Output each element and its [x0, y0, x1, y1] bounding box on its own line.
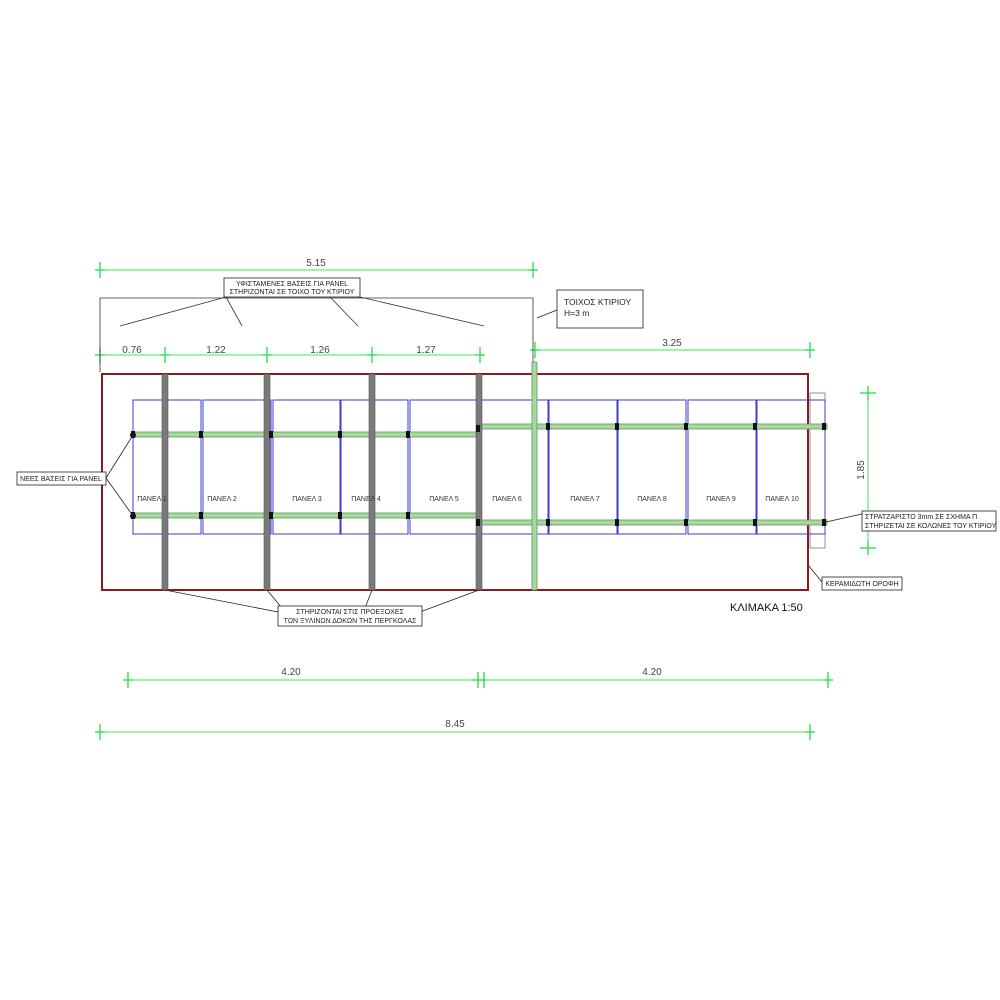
marker: [805, 724, 815, 740]
svg-text:ΥΦΙΣΤΑΜΕΝΕΣ ΒΑΣΕΙΣ ΓΙΑ PANEL: ΥΦΙΣΤΑΜΕΝΕΣ ΒΑΣΕΙΣ ΓΙΑ PANEL: [236, 281, 348, 288]
dim-seg-4: 1.27: [416, 345, 436, 356]
svg-text:Η=3 m: Η=3 m: [564, 308, 589, 318]
label-new-bases: ΝΕΕΣ ΒΑΣΕΙΣ ΓΙΑ PANEL: [16, 471, 107, 486]
existing-bases-leaders: [99, 296, 534, 372]
panel-label: ΠΑΝΕΛ 1: [137, 496, 167, 503]
svg-text:ΤΩΝ ΞΥΛΙΝΩΝ ΔΟΚΩΝ ΤΗΣ ΠΕΡΓΚΟΛΑ: ΤΩΝ ΞΥΛΙΝΩΝ ΔΟΚΩΝ ΤΗΣ ΠΕΡΓΚΟΛΑΣ: [284, 618, 417, 625]
beam: [161, 373, 169, 591]
marker: [530, 342, 540, 358]
dim-height: 1.85: [856, 460, 867, 480]
terrace-outline: [101, 373, 809, 591]
label-strut: ΣΤΡΑΤΖΑΡΙΣΤΟ 3mm ΣΕ ΣΧΗΜΑ Π ΣΤΗΡΙΖΕΤΑΙ Σ…: [861, 510, 997, 532]
beam: [475, 373, 483, 591]
panel-labels: ΠΑΝΕΛ 1 ΠΑΝΕΛ 2 ΠΑΝΕΛ 3 ΠΑΝΕΛ 4 ΠΑΝΕΛ 5 …: [137, 496, 799, 503]
svg-text:ΚΕΡΑΜΙΔΩΤΗ ΟΡΟΦΗ: ΚΕΡΑΜΙΔΩΤΗ ΟΡΟΦΗ: [825, 581, 898, 588]
label-existing-bases: ΥΦΙΣΤΑΜΕΝΕΣ ΒΑΣΕΙΣ ΓΙΑ PANEL ΣΤΗΡΙΖΟΝΤΑΙ…: [223, 277, 361, 298]
beam: [368, 373, 376, 591]
panel-label: ΠΑΝΕΛ 9: [706, 496, 736, 503]
panel-label: ΠΑΝΕΛ 2: [207, 496, 237, 503]
panel-2: [202, 399, 272, 535]
panel-label: ΠΑΝΕΛ 4: [351, 496, 381, 503]
label-tiled-roof: ΚΕΡΑΜΙΔΩΤΗ ΟΡΟΦΗ: [821, 576, 903, 591]
marker: [860, 541, 876, 555]
rail-left-bottom: [132, 512, 481, 519]
marker: [160, 347, 170, 363]
marker: [95, 724, 105, 740]
panel-7: [548, 399, 618, 535]
marker: [262, 347, 272, 363]
panel-10: [756, 399, 826, 535]
marker: [95, 262, 105, 278]
clamps: [131, 423, 826, 526]
panel-9: [687, 399, 757, 535]
panel-label: ΠΑΝΕΛ 6: [492, 496, 522, 503]
svg-text:ΣΤΗΡΙΖΟΝΤΑΙ ΣΕ ΤΟΙΧΟ ΤΟΥ ΚΤΙΡΙ: ΣΤΗΡΙΖΟΝΤΑΙ ΣΕ ΤΟΙΧΟ ΤΟΥ ΚΤΙΡΙΟΥ: [230, 289, 355, 296]
marker: [475, 347, 485, 363]
svg-text:ΝΕΕΣ ΒΑΣΕΙΣ ΓΙΑ PANEL: ΝΕΕΣ ΒΑΣΕΙΣ ΓΙΑ PANEL: [20, 476, 102, 483]
dim-bottom-total: 8.45: [445, 719, 465, 730]
beam: [263, 373, 271, 591]
wall-rail-vertical: [531, 361, 538, 591]
panel-label: ΠΑΝΕΛ 7: [570, 496, 600, 503]
rail-left-top: [132, 431, 481, 438]
panel-label: ΠΑΝΕΛ 3: [292, 496, 322, 503]
dim-bottom-left: 4.20: [281, 667, 301, 678]
dim-right-top: 3.25: [662, 338, 682, 349]
scale-label: ΚΛΙΜΑΚΑ 1:50: [730, 602, 803, 614]
dim-seg-2: 1.22: [206, 345, 226, 356]
dim-seg-1: 0.76: [122, 345, 142, 356]
dim-top-total: 5.15: [306, 258, 326, 269]
panel-8: [617, 399, 687, 535]
label-beam-projections: ΣΤΗΡΙΖΟΝΤΑΙ ΣΤΙΣ ΠΡΟΕΞΟΧΕΣ ΤΩΝ ΞΥΛΙΝΩΝ Δ…: [277, 605, 423, 627]
panel-label: ΠΑΝΕΛ 5: [429, 496, 459, 503]
marker: [528, 262, 538, 278]
marker: [860, 386, 876, 400]
dim-bottom-right: 4.20: [642, 667, 662, 678]
panel-label: ΠΑΝΕΛ 10: [765, 496, 799, 503]
marker: [805, 342, 815, 358]
panel-label: ΠΑΝΕΛ 8: [637, 496, 667, 503]
leader-lines: [105, 309, 863, 613]
svg-text:ΣΤΗΡΙΖΕΤΑΙ ΣΕ ΚΟΛΩΝΕΣ ΤΟΥ ΚΤΙΡ: ΣΤΗΡΙΖΕΤΑΙ ΣΕ ΚΟΛΩΝΕΣ ΤΟΥ ΚΤΙΡΙΟΥ: [865, 523, 997, 530]
pergola-beams: [161, 373, 483, 591]
new-base-circles: [130, 432, 136, 519]
svg-text:ΣΤΡΑΤΖΑΡΙΣΤΟ 3mm ΣΕ ΣΧΗΜΑ Π: ΣΤΡΑΤΖΑΡΙΣΤΟ 3mm ΣΕ ΣΧΗΜΑ Π: [865, 514, 977, 521]
svg-text:ΣΤΗΡΙΖΟΝΤΑΙ ΣΤΙΣ ΠΡΟΕΞΟΧΕΣ: ΣΤΗΡΙΖΟΝΤΑΙ ΣΤΙΣ ΠΡΟΕΞΟΧΕΣ: [296, 609, 404, 616]
marker: [367, 347, 377, 363]
marker: [123, 672, 133, 688]
marker: [823, 672, 833, 688]
dim-seg-3: 1.26: [310, 345, 330, 356]
panel-3: [272, 399, 341, 535]
marker: [472, 672, 486, 688]
svg-text:ΤΟΙΧΟΣ ΚΤΙΡΙΟΥ: ΤΟΙΧΟΣ ΚΤΙΡΙΟΥ: [564, 297, 632, 307]
label-building-wall: ΤΟΙΧΟΣ ΚΤΙΡΙΟΥ Η=3 m: [556, 289, 644, 329]
panel-6: [479, 399, 549, 535]
